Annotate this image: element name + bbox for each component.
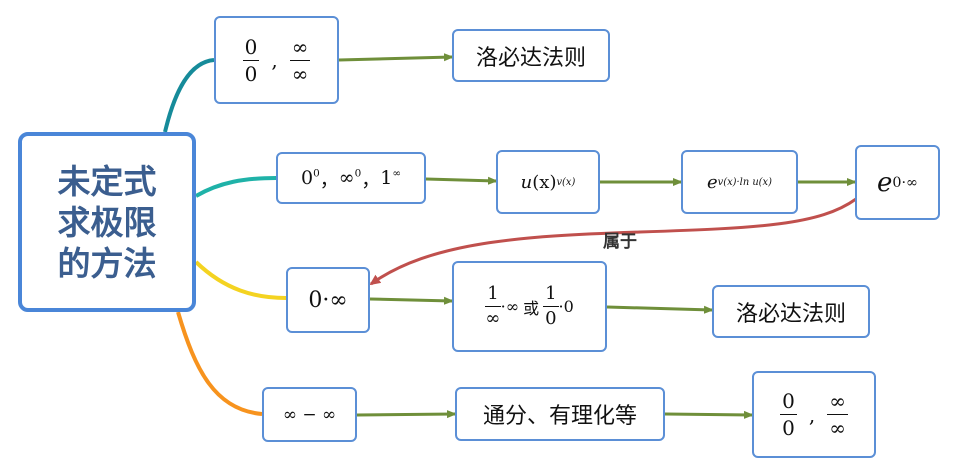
root-line-3: 的方法 (57, 243, 157, 283)
arrow-row4-a (356, 410, 457, 419)
denominator: ∞ (291, 61, 309, 86)
arrow-row4-b (664, 410, 754, 419)
convert-to-fraction: 1 ∞ ·∞ 或 1 0 ·0 (452, 261, 607, 352)
fraction-zero-over-zero: 0 0 (242, 34, 260, 86)
numerator: ∞ (289, 34, 311, 61)
fraction-inf-over-inf: ∞ ∞ (827, 389, 848, 440)
fraction-one-over-zero: 1 0 (543, 283, 559, 329)
result-0-over-0-inf-over-inf: 0 0 , ∞ ∞ (752, 371, 876, 458)
arrow-row2-a (425, 176, 498, 185)
branch-row1 (163, 58, 215, 133)
method-lhopital-rule: 洛必达法则 (452, 29, 610, 82)
fraction-zero-over-zero: 0 0 (780, 389, 797, 440)
method-lhopital-rule-2: 洛必达法则 (712, 285, 870, 338)
branch-row2 (194, 176, 277, 198)
comma: , (808, 402, 816, 427)
arrow-row3-a (369, 296, 454, 305)
inf-pow-zero: ∞0 (338, 167, 362, 189)
times-zero: ·0 (558, 297, 574, 316)
method-common-denominator-rationalize: 通分、有理化等 (455, 387, 665, 441)
fraction-inf-over-inf: ∞ ∞ (289, 34, 311, 86)
belongs-arrow (369, 197, 857, 286)
denominator: 0 (244, 61, 258, 86)
numerator: 0 (242, 34, 260, 61)
fraction-one-over-inf: 1 ∞ (485, 283, 501, 329)
branch-row3 (194, 260, 287, 300)
comma: ， (319, 168, 339, 191)
root-line-2: 求极限 (57, 202, 157, 242)
one-pow-inf: 1∞ (380, 167, 402, 189)
forms-0pow0-infpow0-1powinf: 00 ， ∞0 ， 1∞ (276, 152, 426, 204)
arrow-row1 (338, 53, 454, 62)
comma: , (271, 48, 278, 72)
form-inf-minus-inf: ∞ − ∞ (262, 387, 357, 442)
form-zero-times-inf: 0·∞ (286, 267, 370, 333)
form-0-over-0-inf-over-inf: 0 0 , ∞ ∞ (214, 16, 339, 104)
branch-row4 (176, 311, 263, 416)
times-inf: ·∞ (500, 297, 520, 316)
root-topic: 未定式 求极限 的方法 (18, 132, 196, 312)
expression-u-pow-v: u(x)v(x) (496, 150, 600, 214)
comma: ， (361, 168, 381, 191)
root-line-1: 未定式 (57, 161, 157, 201)
arrow-row3-b (606, 305, 714, 314)
or-label: 或 (523, 298, 540, 318)
belongs-label: 属于 (603, 232, 637, 252)
zero-pow-zero: 00 (300, 167, 320, 189)
